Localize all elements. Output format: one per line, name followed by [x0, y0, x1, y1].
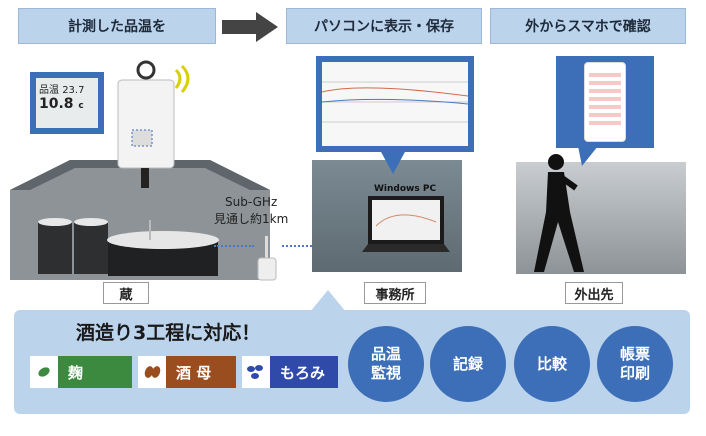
- step-tab-pc: パソコンに表示・保存: [286, 8, 482, 44]
- feature-record: 記録: [430, 326, 506, 402]
- wireless-range-label: Sub-GHz 見通し約1km: [214, 194, 288, 228]
- arrow-right-icon: [222, 12, 278, 42]
- stage-moromi-label: もろみ: [280, 363, 326, 382]
- wireless-range: 見通し約1km: [214, 212, 289, 226]
- display-value-1: 23.7: [62, 85, 85, 96]
- wireless-link-line: [214, 245, 254, 247]
- stage-shubo-label: 酒 母: [176, 363, 212, 382]
- step-tab-pc-label: パソコンに表示・保存: [314, 19, 454, 35]
- stage-koji: 麹: [30, 356, 132, 388]
- rice-grain-icon: [30, 356, 58, 388]
- feature-1-line2: 監視: [370, 364, 401, 382]
- phone-callout-pointer: [578, 146, 598, 166]
- stage-shubo: 酒 母: [138, 356, 236, 388]
- feature-4-line1: 帳票: [619, 345, 650, 364]
- wireless-link-line-2: [282, 245, 312, 247]
- stage-koji-label: 麹: [68, 363, 84, 382]
- stage-moromi: もろみ: [242, 356, 338, 388]
- pc-screen-callout: [316, 56, 474, 152]
- temperature-sensor-device: [117, 60, 190, 188]
- phone-callout: [556, 56, 654, 148]
- step-tab-measure-label: 計測した品温を: [68, 19, 166, 35]
- sensor-display-callout: 品温 23.7 10.8 c: [30, 72, 104, 134]
- panel-title: 酒造り3工程に対応！: [76, 322, 261, 344]
- step-tab-phone-label: 外からスマホで確認: [525, 19, 651, 35]
- display-value-2: 10.8: [39, 96, 74, 112]
- feature-2-label: 記録: [452, 354, 483, 373]
- pc-label: Windows PC: [374, 184, 437, 194]
- person-walking-icon: [534, 154, 584, 272]
- rice-grains-icon: [138, 356, 166, 388]
- display-label: 品温: [39, 85, 59, 96]
- pc-graph: [321, 81, 469, 123]
- feature-4-line2: 印刷: [619, 364, 650, 382]
- display-unit: c: [78, 101, 84, 111]
- panel-pointer: [310, 290, 346, 312]
- feature-3-label: 比較: [536, 354, 567, 373]
- location-office-label: 事務所: [375, 287, 415, 303]
- location-warehouse: 蔵: [103, 282, 149, 304]
- step-tab-phone: 外からスマホで確認: [490, 8, 686, 44]
- feature-report-print: 帳票印刷: [597, 326, 673, 402]
- pc-screen: [321, 62, 469, 146]
- feature-compare: 比較: [514, 326, 590, 402]
- receiver-antenna-icon: [257, 236, 277, 281]
- rice-cluster-icon: [242, 356, 270, 388]
- smartphone-icon: [584, 62, 626, 142]
- feature-temperature-monitor: 品温監視: [348, 326, 424, 402]
- sensor-display: 品温 23.7 10.8 c: [36, 78, 98, 128]
- step-tab-measure: 計測した品温を: [18, 8, 216, 44]
- location-outside-label: 外出先: [574, 287, 614, 303]
- laptop-icon: [362, 196, 450, 252]
- callout-pointer: [380, 150, 406, 174]
- warehouse-scene: [10, 160, 270, 280]
- location-warehouse-label: 蔵: [119, 287, 133, 303]
- location-outside: 外出先: [565, 282, 623, 304]
- location-office: 事務所: [364, 282, 426, 304]
- feature-1-line1: 品温: [370, 345, 401, 364]
- wireless-band: Sub-GHz: [225, 195, 278, 209]
